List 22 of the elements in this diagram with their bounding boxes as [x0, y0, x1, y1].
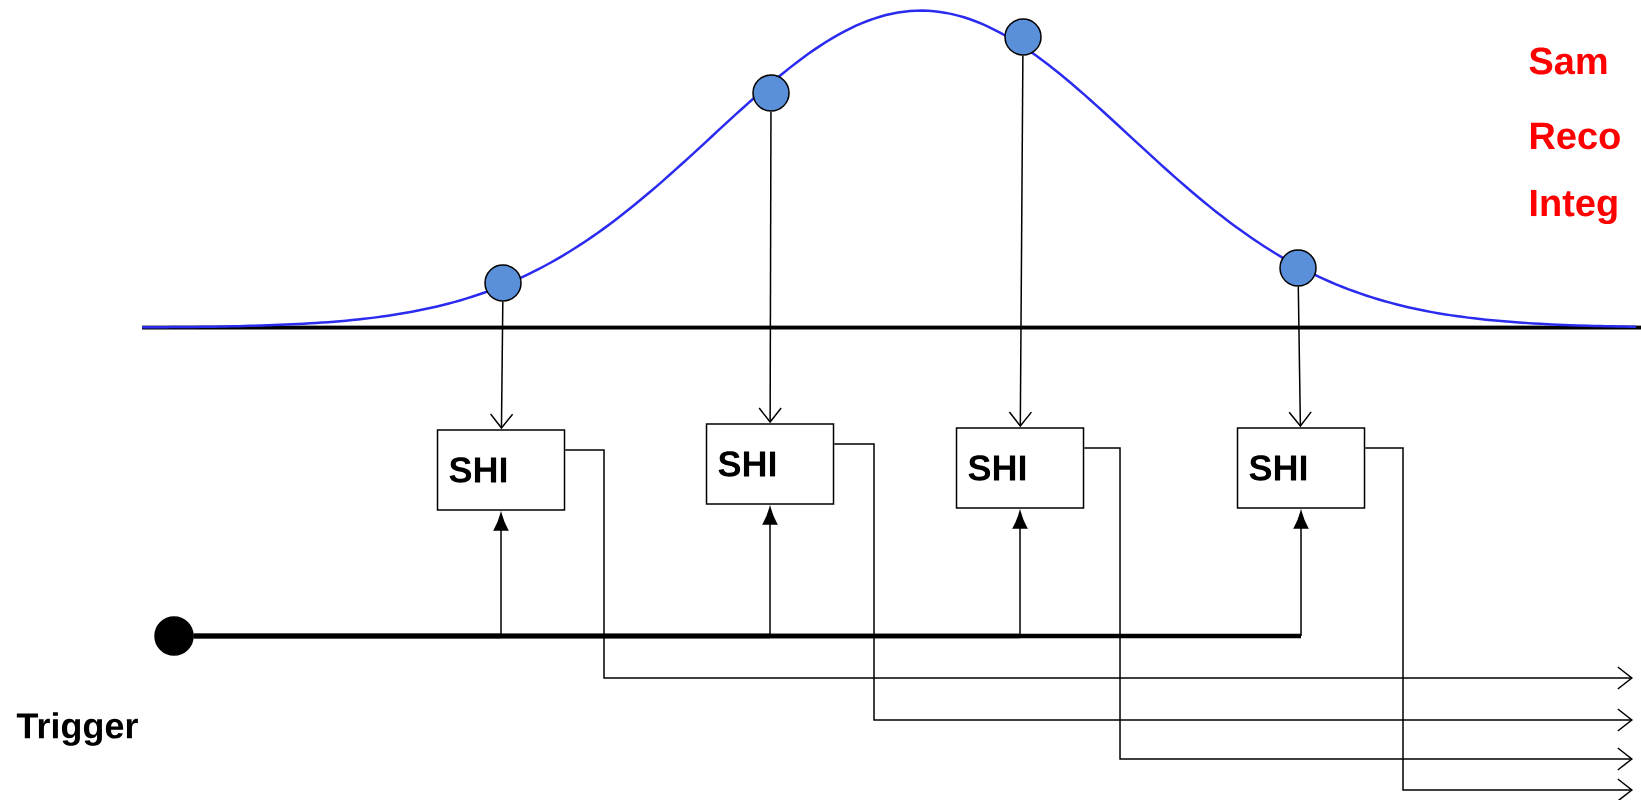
- label-text: Sam: [1529, 47, 1607, 75]
- shi-box: SHI: [1236, 427, 1366, 509]
- trigger-label: Trigger: [16, 712, 138, 746]
- arrow: [489, 301, 514, 430]
- label-text: Integ: [1530, 189, 1617, 225]
- arrow: [1008, 55, 1033, 428]
- arrow: [193, 510, 1309, 639]
- output-arrow: [564, 449, 1633, 690]
- sample-dot: [484, 264, 522, 302]
- shi-box: SHI: [705, 423, 835, 505]
- trigger-dot: [154, 616, 194, 656]
- sample-dot: [1004, 18, 1042, 56]
- output-arrow: [1083, 447, 1633, 771]
- label-text: Reco: [1530, 122, 1620, 150]
- sample-dot: [752, 74, 790, 112]
- output-arrow: [1364, 447, 1633, 800]
- shi-box: SHI: [436, 429, 566, 511]
- arrow: [758, 111, 782, 424]
- output-arrow: [833, 443, 1633, 732]
- sample-dot: [1279, 249, 1317, 287]
- arrow: [1288, 286, 1312, 428]
- shi-box: SHI: [955, 427, 1085, 509]
